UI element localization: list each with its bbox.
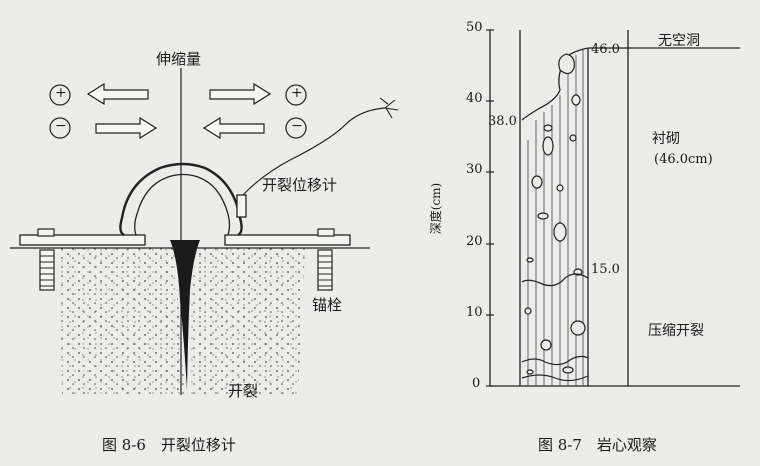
depth-15-label: 15.0 xyxy=(591,262,620,277)
bolt-head-right xyxy=(317,228,335,237)
plus-symbol-right: + xyxy=(291,85,303,101)
arrow-left-outward xyxy=(86,82,149,106)
minus-circle-right xyxy=(285,117,307,139)
y-tick-50: 50 xyxy=(466,20,483,35)
y-tick-10: 10 xyxy=(466,305,483,320)
anchor-label: 锚栓 xyxy=(312,296,343,314)
core-aggregates xyxy=(524,53,586,375)
y-tick-40: 40 xyxy=(466,91,483,106)
core-fill-boundary xyxy=(521,47,589,121)
lining-label: 衬砌 xyxy=(652,131,680,147)
gauge-sensor xyxy=(236,194,247,218)
depth-46-label: 46.0 xyxy=(591,42,620,57)
anchor-bolt-right xyxy=(317,249,333,291)
figure-8-7-caption: 图 8-7 岩心观察 xyxy=(538,436,657,454)
gauge-label: 开裂位移计 xyxy=(262,176,338,194)
crack-line-15 xyxy=(521,273,589,287)
crack-label: 开裂 xyxy=(228,382,259,400)
gauge-arch xyxy=(119,162,243,237)
anchor-bolt-left xyxy=(39,249,55,291)
base-plate-right xyxy=(224,234,351,246)
minus-symbol-left: − xyxy=(55,118,67,134)
compress-label: 压缩开裂 xyxy=(648,323,704,339)
y-tick-30: 30 xyxy=(466,162,483,177)
gauge-cable xyxy=(242,107,386,196)
plus-circle-left xyxy=(49,84,71,106)
base-plate-left xyxy=(19,234,146,246)
arrow-left-inward xyxy=(202,116,265,140)
y-axis-label: 深度(cm) xyxy=(429,182,444,235)
y-tick-0: 0 xyxy=(472,376,481,391)
depth-38-label: 38.0 xyxy=(488,114,517,129)
minus-circle-left xyxy=(49,117,71,139)
plus-symbol-left: + xyxy=(55,85,67,101)
arrow-right-inward xyxy=(95,116,158,140)
arrow-right-outward xyxy=(209,82,272,106)
void-label: 无空洞 xyxy=(658,33,700,49)
figure-8-6-caption: 图 8-6 开裂位移计 xyxy=(102,436,236,454)
bolt-head-left xyxy=(37,228,55,237)
crack-wedge xyxy=(170,240,200,390)
plus-circle-right xyxy=(285,84,307,106)
minus-symbol-right: − xyxy=(291,118,303,134)
y-tick-20: 20 xyxy=(466,234,483,249)
telescopic-label: 伸缩量 xyxy=(156,50,202,68)
lining-value: (46.0cm) xyxy=(654,152,713,167)
